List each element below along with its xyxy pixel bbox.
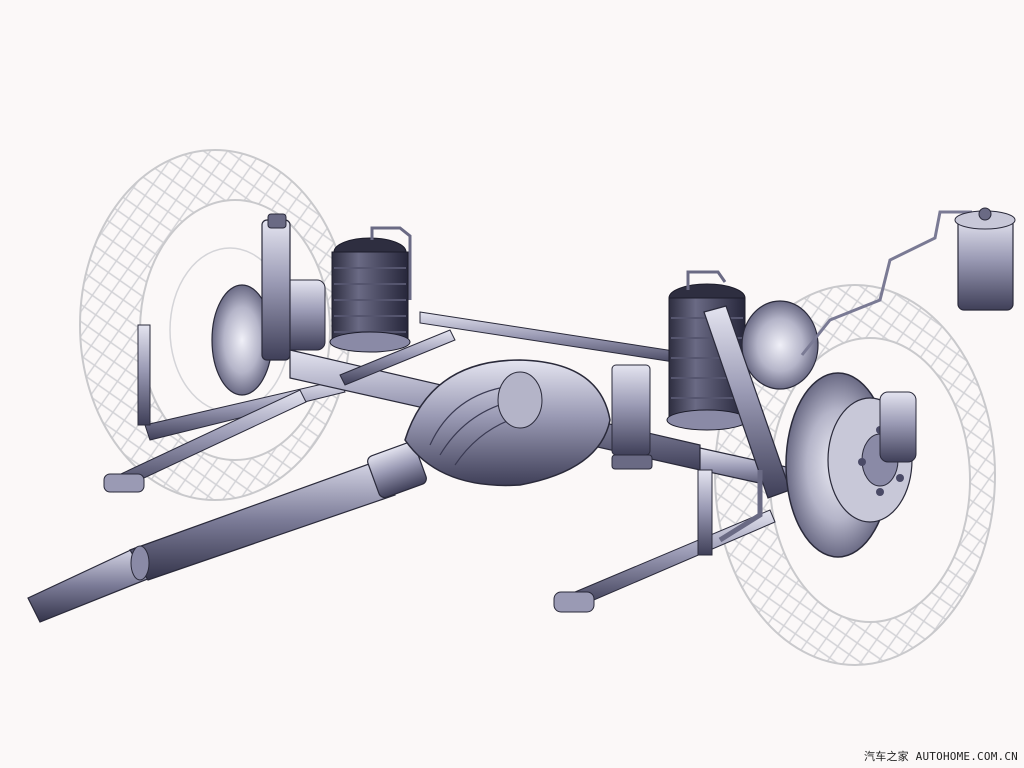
air-reservoir bbox=[800, 207, 1016, 356]
propeller-shaft bbox=[27, 441, 427, 623]
left-lower-link bbox=[103, 324, 346, 493]
universal-joint bbox=[367, 441, 427, 499]
brake-chamber bbox=[741, 300, 819, 390]
right-lower-link bbox=[553, 469, 776, 613]
watermark-text: 汽车之家 AUTOHOME.COM.CN bbox=[864, 750, 1018, 763]
left-brake-drum bbox=[211, 279, 326, 396]
right-brake-disc bbox=[785, 372, 917, 558]
left-air-spring bbox=[329, 226, 412, 353]
left-shock-absorber bbox=[261, 213, 291, 361]
upper-torque-rods bbox=[339, 311, 701, 470]
differential-housing bbox=[404, 359, 611, 487]
